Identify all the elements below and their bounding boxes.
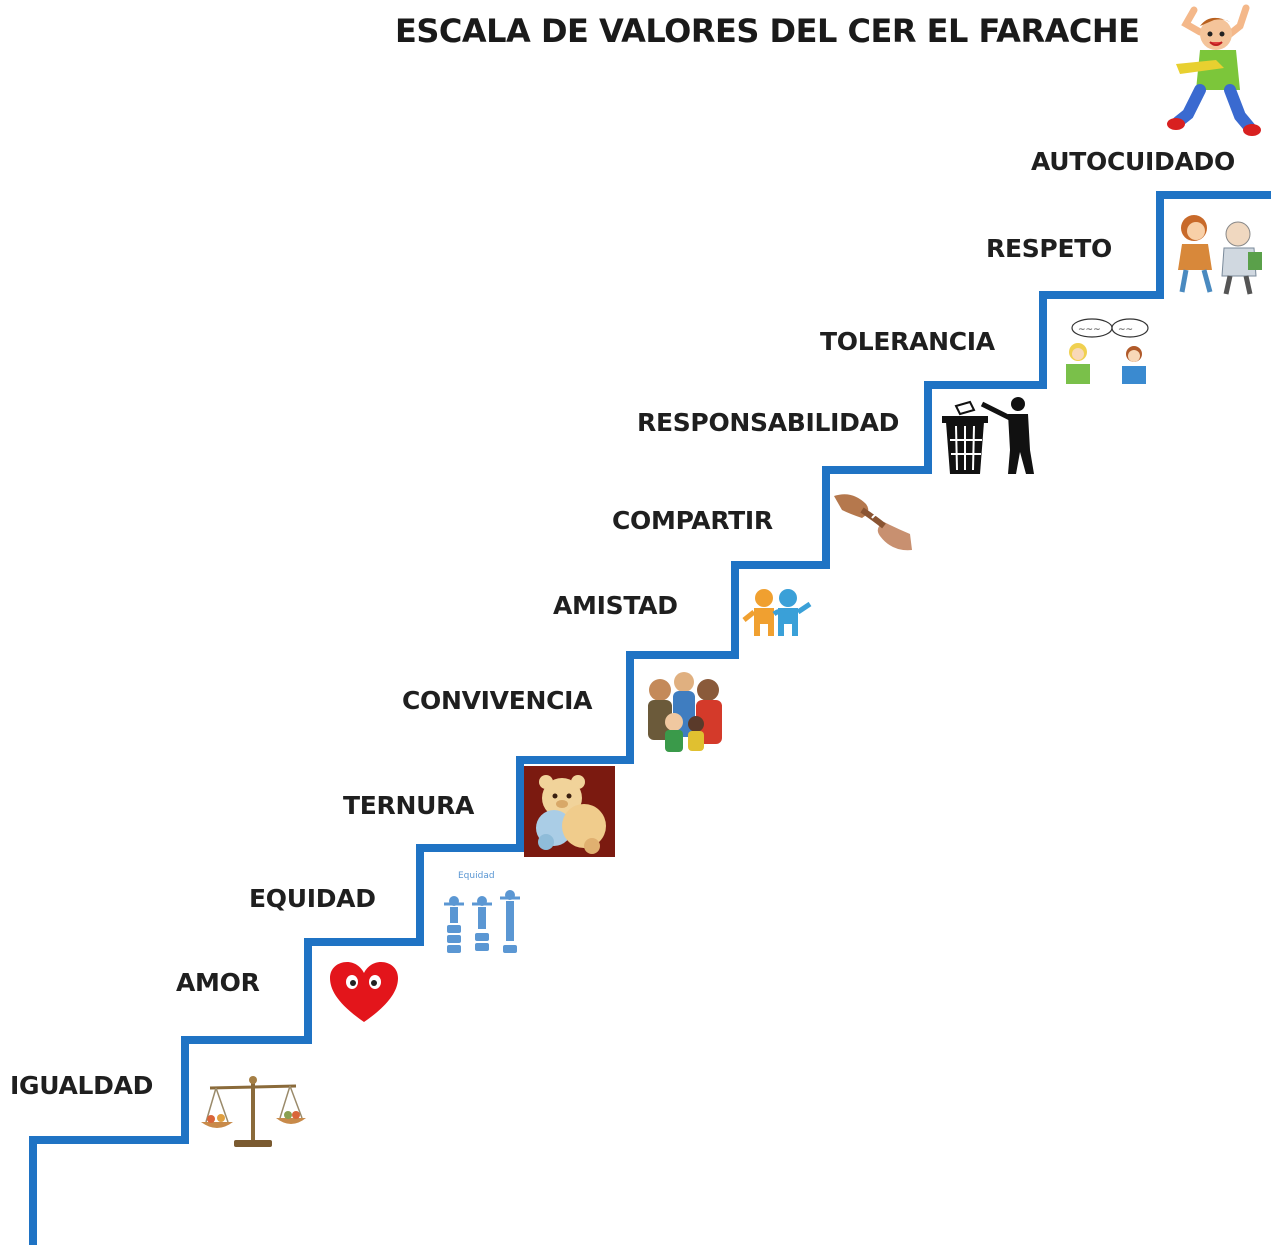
running-kid-icon: [1167, 4, 1261, 136]
step-label-amistad: AMISTAD: [553, 591, 678, 620]
respect-kids-icon: [1178, 215, 1262, 295]
step-label-convivencia: CONVIVENCIA: [402, 686, 593, 715]
svg-text:~~: ~~: [1118, 325, 1133, 335]
svg-text:~~~: ~~~: [1078, 325, 1101, 335]
sharing-hands-icon: [834, 494, 912, 551]
step-label-igualdad: IGUALDAD: [10, 1071, 154, 1100]
friends-icon: [742, 589, 812, 636]
heart-icon: [330, 962, 398, 1022]
group-people-icon: [640, 664, 726, 754]
step-label-equidad: EQUIDAD: [249, 884, 376, 913]
page-title: ESCALA DE VALORES DEL CER EL FARACHE: [395, 12, 1140, 50]
step-label-tolerancia: TOLERANCIA: [820, 327, 995, 356]
scales-icon: [201, 1076, 306, 1147]
step-label-compartir: COMPARTIR: [612, 506, 773, 535]
step-label-ternura: TERNURA: [343, 791, 475, 820]
equidad-caption: Equidad: [458, 871, 495, 881]
step-label-respeto: RESPETO: [986, 234, 1112, 263]
step-label-amor: AMOR: [176, 968, 260, 997]
equity-people-icon: Equidad: [444, 871, 520, 953]
teddy-bears-icon: [524, 766, 615, 857]
trash-bin-person-icon: [942, 397, 1034, 474]
talking-kids-icon: ~~~ ~~: [1066, 318, 1149, 384]
step-label-autocuidado: AUTOCUIDADO: [1031, 147, 1235, 176]
step-label-responsabilidad: RESPONSABILIDAD: [637, 408, 900, 437]
